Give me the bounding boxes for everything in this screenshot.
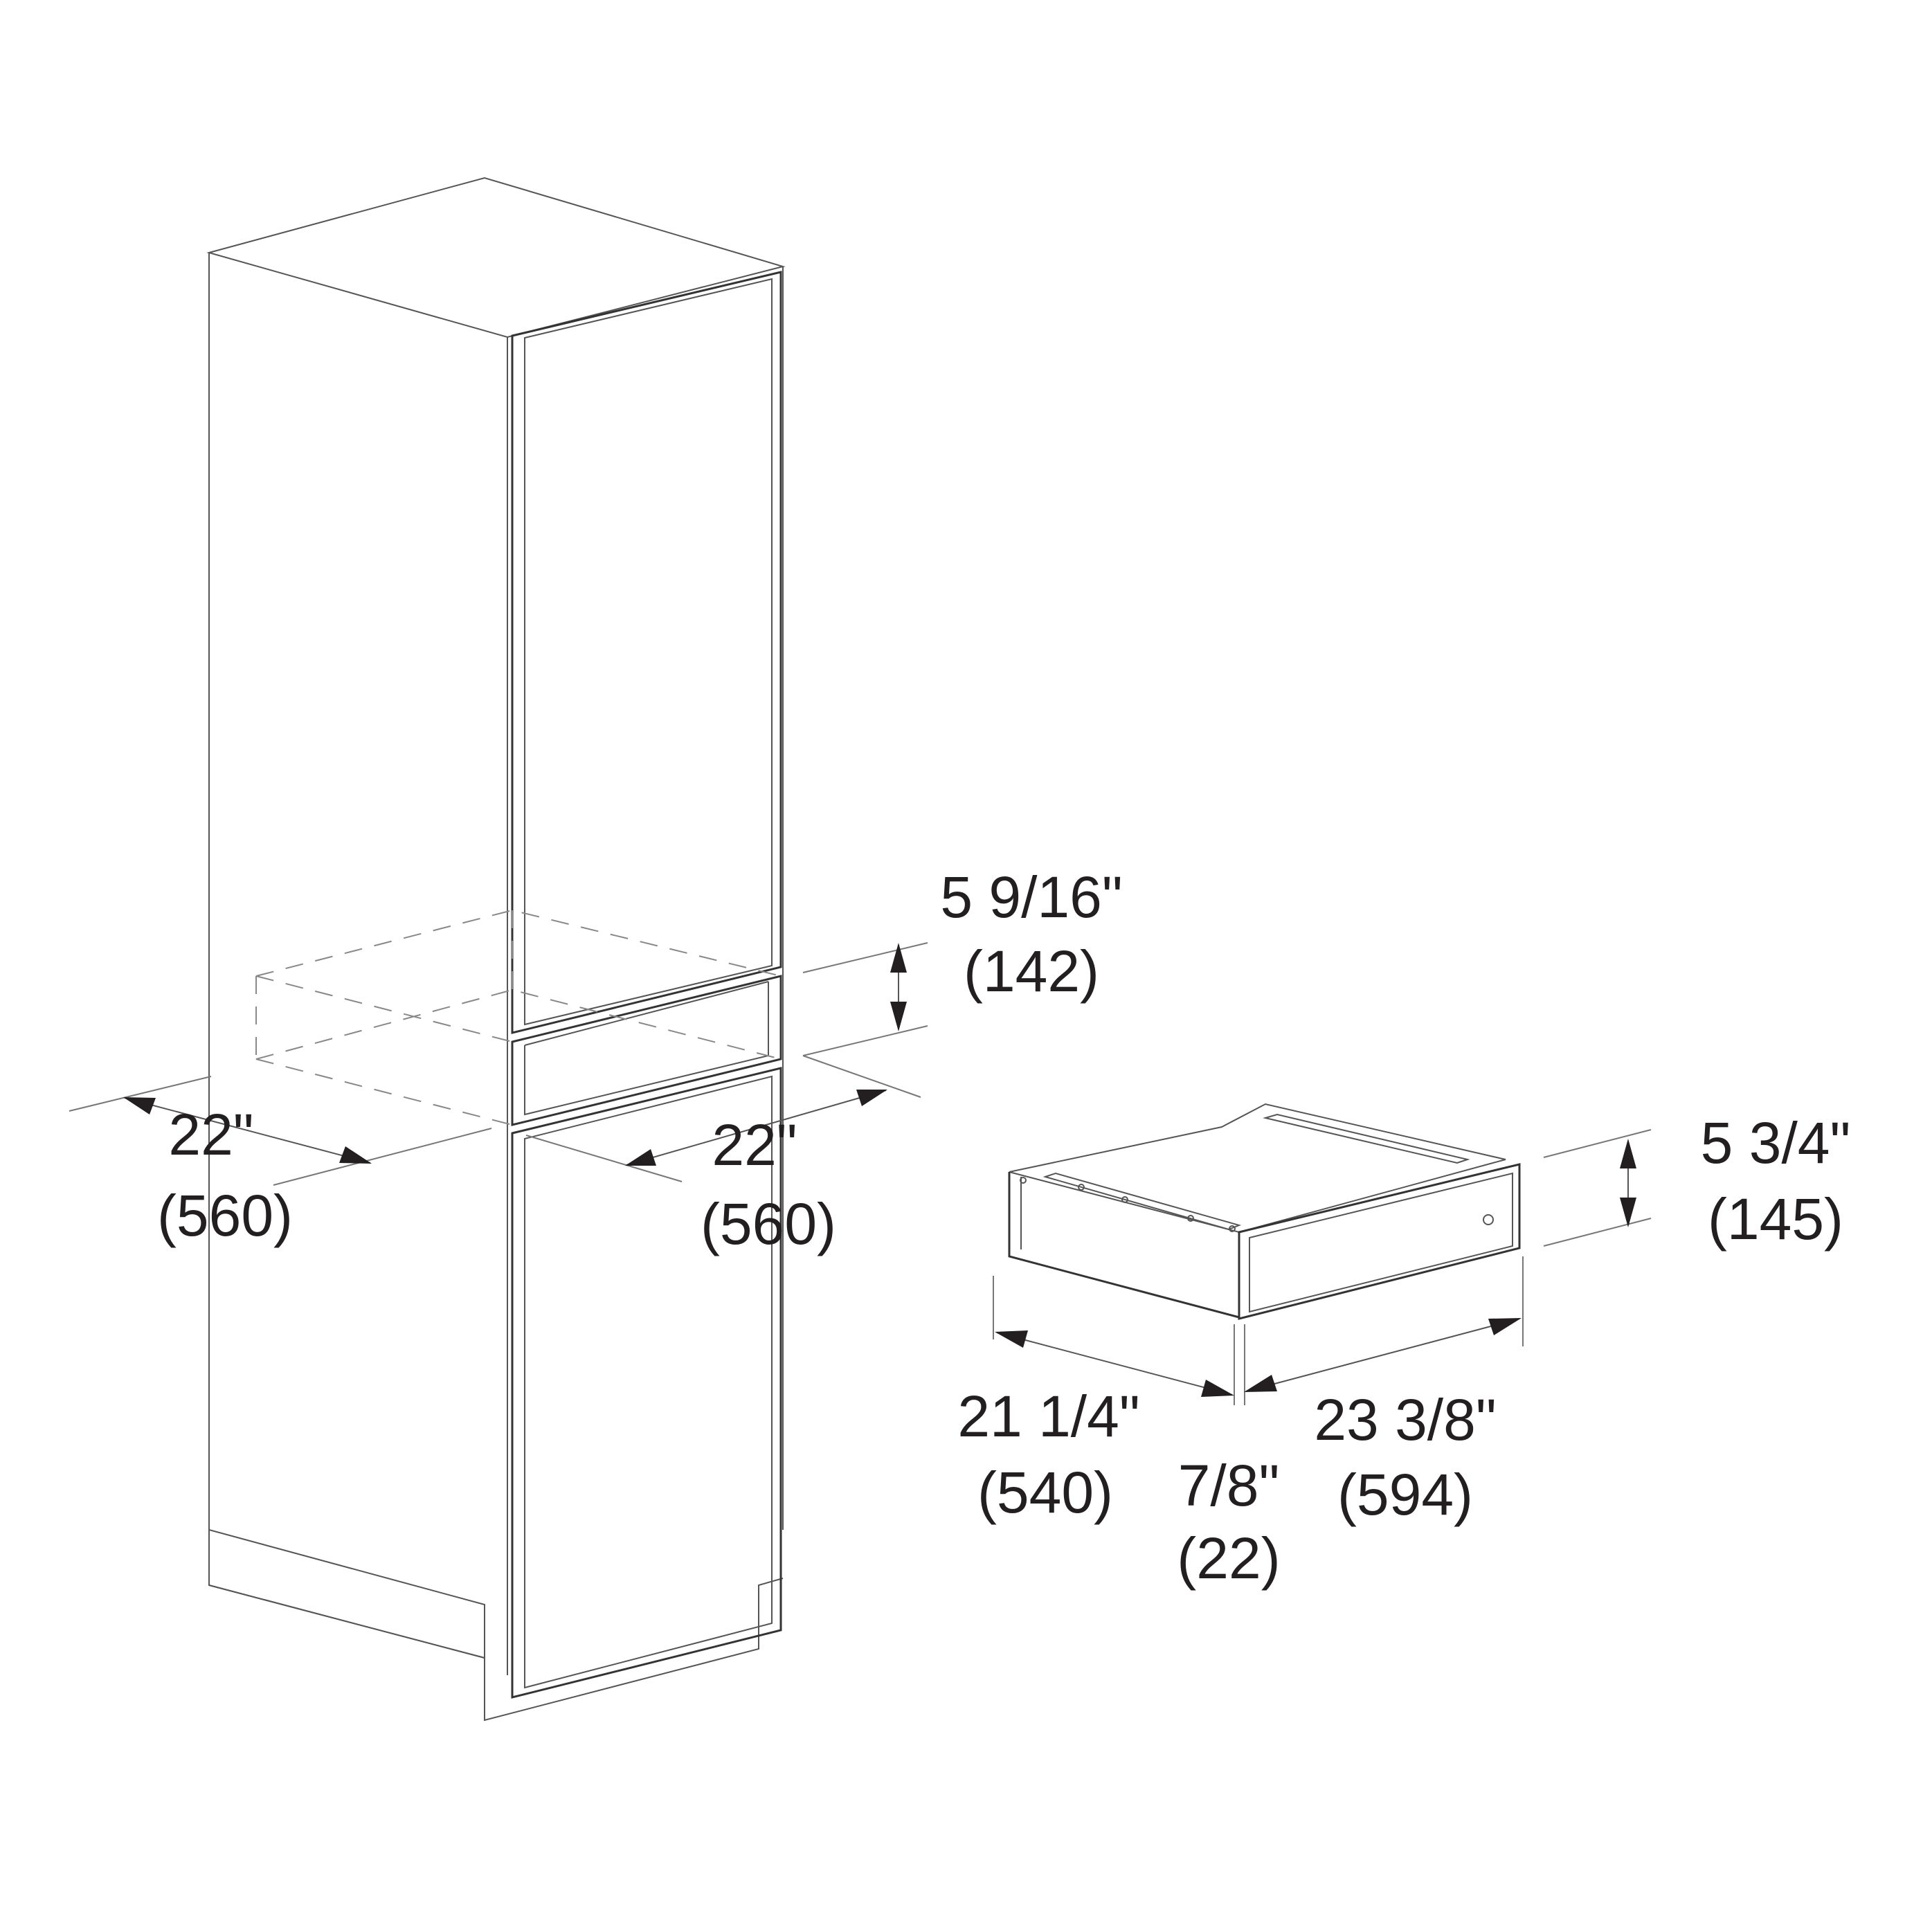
arrow-head (995, 1330, 1028, 1348)
arrow-head (890, 1002, 907, 1031)
screw (1229, 1225, 1236, 1232)
cabinet-width-imperial: 22" (168, 1102, 253, 1167)
dimension-front-thickness: 7/8" (22) (1177, 1324, 1281, 1591)
cabinet-depth-imperial: 22" (712, 1112, 797, 1177)
drawer-left-rail (1042, 1172, 1242, 1231)
drawer-top-plate (1009, 1103, 1506, 1234)
arrow-head (1620, 1198, 1636, 1227)
arrow-head (1488, 1318, 1522, 1335)
screw (1078, 1184, 1085, 1191)
cabinet-top (206, 177, 786, 338)
front-thickness-metric: (22) (1177, 1526, 1280, 1591)
tall-cabinet (206, 177, 786, 1722)
cutout-dashed-outline (255, 909, 782, 1126)
drawer-depth-metric: (540) (977, 1460, 1113, 1525)
warming-drawer (1008, 1103, 1521, 1320)
arrow-head (625, 1149, 656, 1166)
drawer-left-side (1008, 1172, 1240, 1319)
arrow-head (339, 1146, 372, 1164)
drawer-height-imperial: 5 3/4" (1701, 1110, 1851, 1175)
upper-door (511, 271, 782, 1034)
drawer-width-imperial: 23 3/8" (1314, 1387, 1496, 1452)
arrow-head (1620, 1139, 1636, 1168)
dimension-cutout-height: 5 9/16" (142) (802, 865, 1123, 1056)
cabinet-left-side (208, 253, 485, 1675)
drawer-front-panel (1238, 1163, 1521, 1320)
cutout-height-metric: (142) (964, 939, 1099, 1004)
arrow-head (1201, 1380, 1234, 1397)
cabinet-depth-metric: (560) (701, 1191, 836, 1256)
dimension-drawer-depth: 21 1/4" (540) (957, 1276, 1235, 1525)
lower-door (511, 1067, 782, 1699)
front-thickness-imperial: 7/8" (1178, 1453, 1280, 1518)
dimension-cabinet-depth: 22" (560) (525, 1055, 921, 1256)
drawer-niche (511, 975, 782, 1126)
arrow-head (856, 1090, 887, 1106)
drawer-height-metric: (145) (1708, 1186, 1843, 1252)
cutout-height-imperial: 5 9/16" (940, 865, 1122, 930)
cabinet-width-metric: (560) (157, 1183, 293, 1248)
arrow-head (1244, 1375, 1277, 1392)
drawer-indicator-icon (1483, 1214, 1494, 1225)
screw (1020, 1177, 1027, 1184)
drawer-depth-imperial: 21 1/4" (957, 1384, 1139, 1449)
dimension-drawer-height: 5 3/4" (145) (1543, 1110, 1851, 1252)
screw (1121, 1196, 1128, 1203)
screw (1187, 1215, 1194, 1222)
arrow-head (123, 1097, 156, 1114)
drawer-right-rail (1263, 1113, 1470, 1164)
drawer-width-metric: (594) (1337, 1462, 1473, 1527)
cabinet-plinth (208, 1530, 784, 1722)
dimension-cabinet-width: 22" (560) (69, 1076, 492, 1248)
arrow-head (890, 943, 907, 973)
dimension-drawer-width: 23 3/8" (594) (1244, 1256, 1524, 1527)
